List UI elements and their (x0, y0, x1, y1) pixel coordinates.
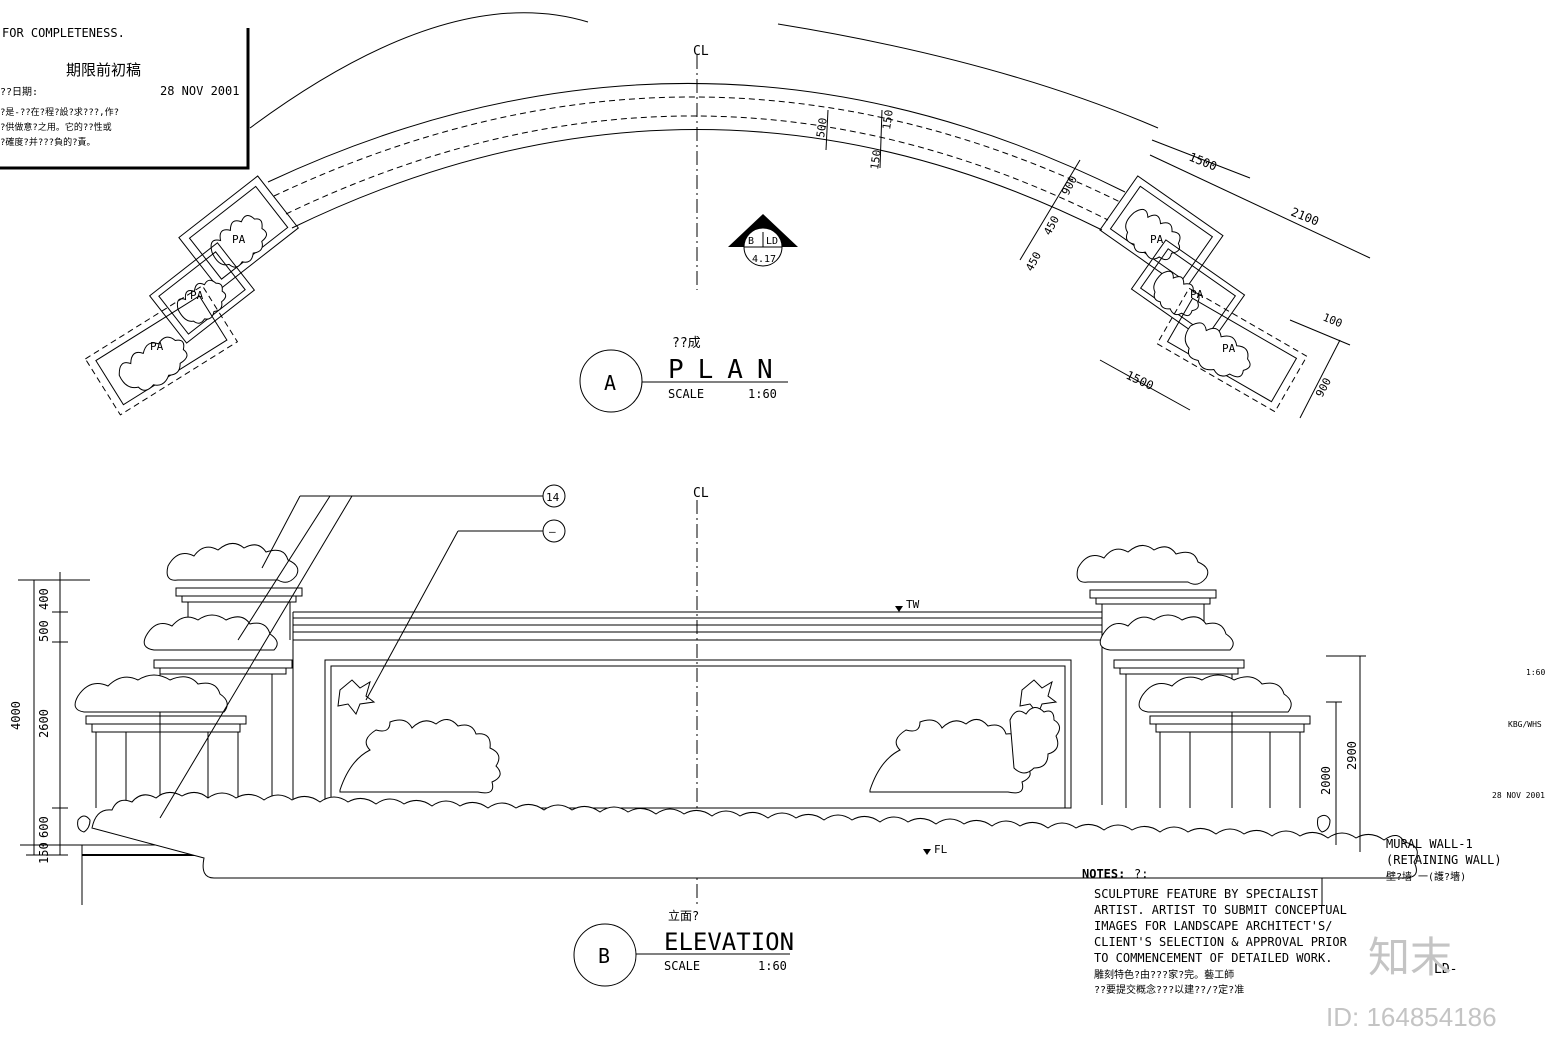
svg-text:400: 400 (37, 588, 51, 610)
date-label: ??日期: (0, 86, 38, 98)
mural-wall: TW (292, 598, 1103, 809)
elevation-circle-letter: B (598, 944, 610, 968)
svg-text:LD: LD (766, 236, 778, 247)
tw-label: TW (906, 598, 920, 611)
svg-text:4000: 4000 (9, 701, 23, 730)
outer-arc-left (249, 12, 589, 129)
svg-text:4.17: 4.17 (752, 254, 776, 265)
planter-label-3: PA (150, 340, 164, 353)
svg-text:?:: ?: (1134, 867, 1148, 881)
mural-foliage (337, 679, 1060, 794)
watermark: 知末 ID: 164854186 (1326, 934, 1497, 1032)
notes-line: ARTIST. ARTIST TO SUBMIT CONCEPTUAL (1094, 903, 1347, 917)
planter-label-2: PA (190, 289, 204, 302)
notes-line: SCULPTURE FEATURE BY SPECIALIST (1094, 887, 1318, 901)
notes-block: NOTES: ?: SCULPTURE FEATURE BY SPECIALIS… (1082, 867, 1348, 996)
svg-text:500: 500 (37, 620, 51, 642)
fl-label: FL (934, 843, 948, 856)
plan-view: CL PA PA PA (84, 12, 1371, 419)
plan-title-text: PLAN (668, 355, 787, 385)
svg-text:SCALE: SCALE (668, 387, 704, 401)
svg-text:900: 900 (1313, 376, 1334, 400)
svg-text:立面?: 立面? (668, 908, 699, 923)
title-date: 28 NOV 2001 (160, 84, 239, 98)
drawing-title-cn: 壁?墙 一(護?墻) (1386, 870, 1466, 883)
elevation-dimensions-right: 2000 2900 (1319, 655, 1366, 852)
callout-blank: – (549, 525, 556, 538)
svg-text:150: 150 (37, 842, 51, 864)
svg-text:1:60: 1:60 (758, 959, 787, 973)
svg-text:450: 450 (1023, 250, 1044, 274)
svg-text:1500: 1500 (1187, 150, 1219, 174)
svg-text:SCALE: SCALE (664, 959, 700, 973)
planter-label-4: PA (1150, 233, 1164, 246)
notes-line-cn: 雕刻特色?由???家?完。藝工師 (1094, 968, 1234, 981)
planters-left: PA PA PA (84, 175, 300, 416)
disclaimer-line-3: ?確度?并???負的?責。 (0, 136, 96, 148)
callouts: 14 – (159, 484, 566, 819)
drawing-title-2: (RETAINING WALL) (1386, 853, 1502, 867)
callout-14: 14 (546, 491, 560, 504)
notes-line: CLIENT'S SELECTION & APPROVAL PRIOR (1094, 935, 1348, 949)
svg-text:1:60: 1:60 (748, 387, 777, 401)
plan-circle-letter: A (604, 371, 616, 395)
sheet-scale: 1:60 (1526, 668, 1545, 677)
svg-text:??成: ??成 (672, 336, 701, 351)
notes-heading: NOTES: (1082, 867, 1125, 881)
ground-cover (91, 792, 1418, 879)
disclaimer-line-2: ?供做意?之用。它的??性或 (0, 121, 112, 133)
svg-text:100: 100 (1321, 311, 1344, 330)
planter-label-1: PA (232, 233, 246, 246)
svg-text:2100: 2100 (1289, 205, 1321, 229)
svg-text:B: B (748, 236, 754, 247)
svg-text:150: 150 (868, 149, 884, 170)
completeness-note: FOR COMPLETENESS. (2, 26, 125, 40)
svg-text:500: 500 (814, 117, 830, 138)
svg-text:150: 150 (880, 109, 896, 130)
title-block: FOR COMPLETENESS. 期限前初稿 ??日期: 28 NOV 200… (0, 26, 250, 170)
svg-text:1500: 1500 (1124, 368, 1156, 393)
planters-right: PA PA PA (1099, 175, 1308, 413)
sheet-date: 28 NOV 2001 (1492, 791, 1545, 800)
piers-right (1089, 589, 1311, 808)
sheet-number: LD- (1434, 962, 1457, 977)
elevation-view: CL TW (9, 484, 1418, 987)
outer-arc-right (777, 23, 1159, 129)
pier-shrubs (74, 543, 1292, 713)
notes-line-cn: ??要提交概念???以建??/?定?准 (1094, 983, 1244, 996)
disclaimer-line-1: ?是-??在?程?設?求???,作? (0, 106, 119, 118)
plan-title: A ??成 PLAN SCALE 1:60 (579, 336, 788, 413)
watermark-brand: 知末 (1368, 934, 1452, 981)
sheet-drawn: KBG/WHS (1508, 720, 1542, 729)
section-marker: B LD 4.17 (728, 214, 798, 267)
notes-line: IMAGES FOR LANDSCAPE ARCHITECT'S/ (1094, 919, 1332, 933)
elevation-cl-label: CL (693, 486, 709, 501)
svg-text:2000: 2000 (1319, 766, 1333, 795)
plan-dimensions: 500 150 150 900 450 450 1500 2100 100 15… (814, 109, 1371, 419)
svg-text:2600: 2600 (37, 709, 51, 738)
svg-text:600: 600 (37, 816, 51, 838)
svg-text:2900: 2900 (1345, 741, 1359, 770)
wall-bottom-edge (291, 129, 1103, 231)
plan-cl-label: CL (693, 44, 709, 59)
stamp-text: 期限前初稿 (66, 62, 141, 79)
sheet-info: MURAL WALL-1 (RETAINING WALL) 壁?墙 一(護?墻)… (1386, 668, 1545, 977)
svg-text:900: 900 (1059, 174, 1080, 198)
elevation-dimensions-left: 400 500 2600 600 150 4000 (9, 572, 90, 864)
watermark-id: ID: 164854186 (1326, 1002, 1497, 1032)
wall-top-edge (267, 82, 1126, 193)
elevation-title-text: ELEVATION (664, 928, 794, 956)
drawing-title-1: MURAL WALL-1 (1386, 837, 1473, 851)
svg-text:450: 450 (1041, 214, 1062, 238)
planter-label-6: PA (1222, 342, 1236, 355)
notes-line: TO COMMENCEMENT OF DETAILED WORK. (1094, 951, 1332, 965)
elevation-title: B 立面? ELEVATION SCALE 1:60 (573, 908, 794, 987)
